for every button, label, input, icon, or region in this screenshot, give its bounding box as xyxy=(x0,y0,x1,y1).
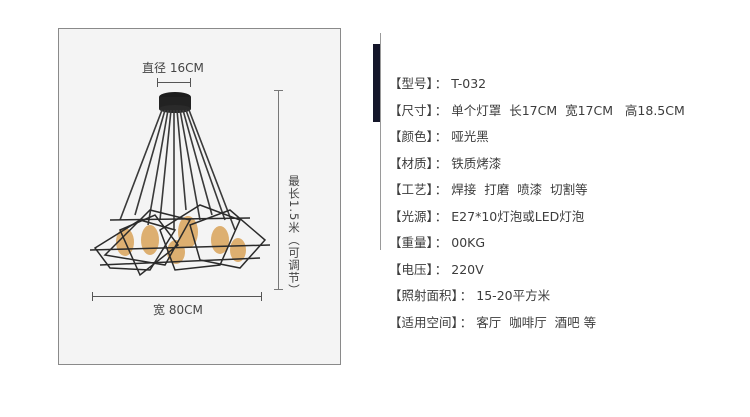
spec-value: 00KG xyxy=(451,235,486,250)
spec-row-color: 【颜色】：哑光黑 xyxy=(389,129,489,144)
height-dimension-line xyxy=(274,90,283,290)
width-dimension-line xyxy=(92,292,262,301)
pendant-lamp-icon xyxy=(89,92,271,277)
spec-value: 15-20平方米 xyxy=(476,288,551,303)
spec-row-model: 【型号】：T-032 xyxy=(389,76,487,91)
spec-value: 220V xyxy=(451,261,484,277)
diameter-dimension-line xyxy=(157,78,191,87)
diameter-label: 直径 16CM xyxy=(142,61,204,75)
spec-row-craft: 【工艺】：焊接 打磨 喷漆 切割等 xyxy=(389,182,588,197)
spec-row-weight: 【重量】：00KG xyxy=(389,235,486,250)
spec-divider-line xyxy=(380,33,381,250)
spec-value: T-032 xyxy=(451,76,487,91)
spec-row-size: 【尺寸】：单个灯罩 长17CM 宽17CM 高18.5CM xyxy=(389,102,685,118)
spec-accent-bar xyxy=(373,44,380,122)
spec-value: 客厅 咖啡厅 酒吧 等 xyxy=(476,314,597,330)
spec-row-usage: 【适用空间】：客厅 咖啡厅 酒吧 等 xyxy=(389,314,597,330)
spec-row-material: 【材质】：铁质烤漆 xyxy=(389,155,502,171)
spec-row-coverage: 【照射面积】：15-20平方米 xyxy=(389,288,551,303)
product-diagram-frame xyxy=(58,28,341,365)
spec-list: 【型号】：T-032 【尺寸】：单个灯罩 长17CM 宽17CM 高18.5CM… xyxy=(389,71,685,336)
spec-row-light-source: 【光源】：E27*10灯泡或LED灯泡 xyxy=(389,208,585,224)
spec-value: 单个灯罩 长17CM 宽17CM 高18.5CM xyxy=(451,102,685,118)
height-label: 最长1.5米（可调节） xyxy=(287,175,301,297)
width-label: 宽 80CM xyxy=(153,303,203,317)
spec-row-voltage: 【电压】：220V xyxy=(389,261,484,277)
spec-value: 哑光黑 xyxy=(451,129,489,144)
spec-value: 焊接 打磨 喷漆 切割等 xyxy=(451,182,588,197)
spec-value: 铁质烤漆 xyxy=(451,155,502,171)
spec-value: E27*10灯泡或LED灯泡 xyxy=(451,208,585,224)
